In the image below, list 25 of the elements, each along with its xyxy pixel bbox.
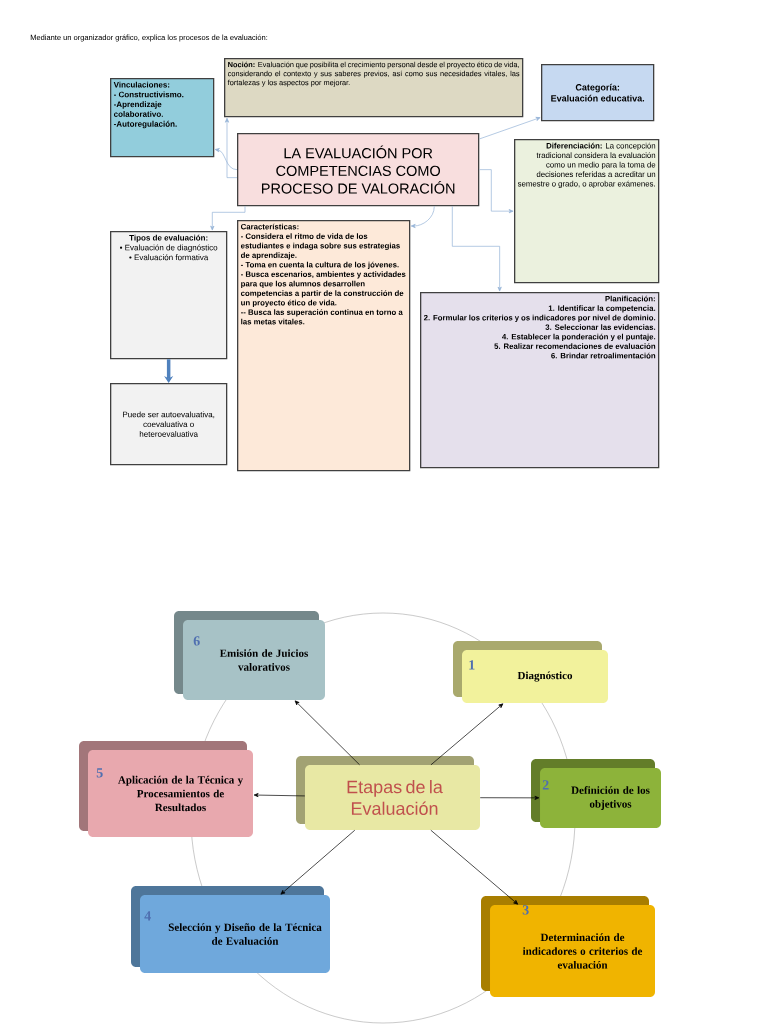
arrow [430,703,504,766]
arrow [479,795,540,800]
stage-box: Aplicación de la Técnica y Procesamientos de Resultados 5 [79,741,253,837]
arrow [478,117,541,140]
arrow [210,205,246,231]
stage-box: Definición de los objetivos 2 [531,759,661,828]
concept-box: Puede ser autoevaluativa, coevaluativa o heteroevaluativa [110,383,228,466]
arrow [253,793,306,798]
stage-box: Emisión de Juicios valorativos 6 [174,611,325,700]
arrow [280,829,356,895]
stage-box: Determinación de indicadores o criterios de evaluación 3 [481,896,655,997]
arrow [224,117,238,178]
concept-box: Tipos de evaluación: • Evaluación de diagnóstico • Evaluación formativa [110,231,228,360]
arrow [294,700,360,766]
arrow [451,205,502,292]
stage-box: Selección y Diseño de la Técnica de Evaluación 4 [131,886,330,973]
stage-box: Etapas de la Evaluación [296,756,480,830]
concept-box: Vinculaciones: - Constructivismo. -Aprendizaje colaborativo. -Autoregulación. [110,78,215,158]
title-box: LA EVALUACIÓN POR COMPETENCIAS COMO PROCESO DE VALORACIÓN [237,133,480,207]
arrow [430,829,519,905]
stage-box: Diagnóstico 1 [453,641,608,703]
arrow [478,169,514,214]
concept-box: Categoría: Evaluación educativa. [541,64,655,122]
arrow [410,205,435,229]
arrow [214,148,238,170]
